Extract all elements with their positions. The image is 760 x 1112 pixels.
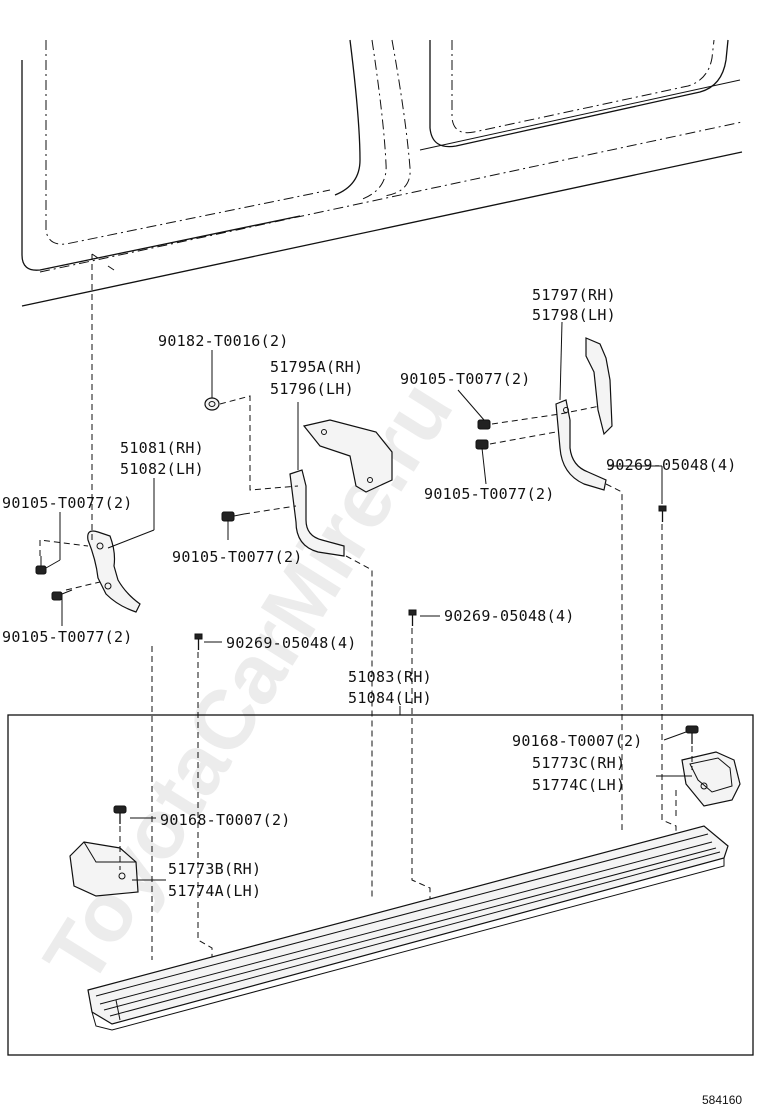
end-cap-51773b-51774a (69, 841, 139, 897)
label-51083: 51083(RH) (348, 668, 432, 686)
label-90105-left-bottom: 90105-T0077(2) (2, 628, 133, 646)
nut-90182 (204, 397, 220, 411)
part-labels: 51797(RH) 51798(LH) 90182-T0016(2) 51795… (2, 286, 737, 900)
bracket-51797-51798 (555, 337, 613, 491)
running-board-51083-51084 (87, 825, 729, 1031)
label-90105-mid-right: 90105-T0077(2) (424, 485, 555, 503)
end-cap-51773c-51774c (681, 751, 741, 807)
label-90105-left-top: 90105-T0077(2) (2, 494, 133, 512)
label-90105-top: 90105-T0077(2) (400, 370, 531, 388)
screw-90168-left (113, 805, 127, 824)
bolt-90105-center (221, 511, 245, 522)
bracket-51795a-51796 (289, 419, 393, 557)
screw-90168-right (685, 725, 699, 744)
label-90168-left: 90168-T0007(2) (160, 811, 291, 829)
label-90269-right: 90269-05048(4) (606, 456, 737, 474)
label-51796: 51796(LH) (270, 380, 354, 398)
diagram-number: 584160 (702, 1093, 742, 1107)
label-51774c: 51774C(LH) (532, 776, 625, 794)
label-51798: 51798(LH) (532, 306, 616, 324)
leader-lines (45, 321, 692, 881)
label-90168-right: 90168-T0007(2) (512, 732, 643, 750)
bolt-90105-right-top (477, 419, 491, 430)
label-90269-left: 90269-05048(4) (226, 634, 357, 652)
clip-90269-right (658, 505, 667, 522)
vehicle-body-outline (21, 39, 743, 307)
label-51773c: 51773C(RH) (532, 754, 625, 772)
label-51084: 51084(LH) (348, 689, 432, 707)
bracket-51081-51082 (87, 530, 141, 613)
label-90105-center: 90105-T0077(2) (172, 548, 303, 566)
label-51774a: 51774A(LH) (168, 882, 261, 900)
bolt-90105-left-top (35, 556, 47, 575)
label-90182: 90182-T0016(2) (158, 332, 289, 350)
bolt-90105-right-bottom (475, 439, 489, 450)
label-51082: 51082(LH) (120, 460, 204, 478)
label-51797: 51797(RH) (532, 286, 616, 304)
running-board-frame (7, 714, 754, 1056)
label-51081: 51081(RH) (120, 439, 204, 457)
label-90269-center: 90269-05048(4) (444, 607, 575, 625)
label-51795a: 51795A(RH) (270, 358, 363, 376)
label-51773b: 51773B(RH) (168, 860, 261, 878)
clip-90269-center (408, 609, 417, 626)
clip-90269-left (194, 633, 203, 650)
